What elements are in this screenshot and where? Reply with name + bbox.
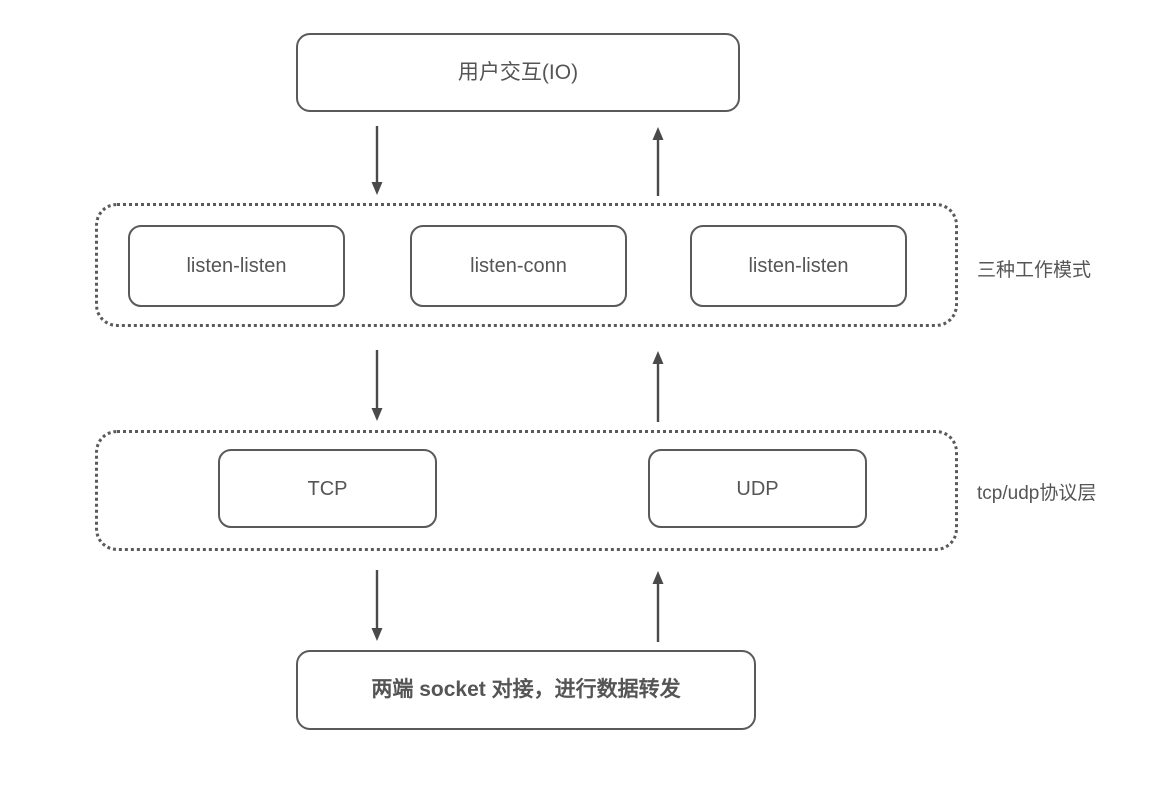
node-user-interaction-io[interactable]: 用户交互(IO) [296,33,740,112]
node-label: listen-conn [470,255,567,277]
group-work-modes [95,203,958,327]
node-label: TCP [307,477,348,500]
node-mode-listen-listen-1[interactable]: listen-listen [128,225,345,307]
node-label: 用户交互(IO) [457,60,579,84]
node-mode-listen-conn[interactable]: listen-conn [410,225,627,307]
node-label: 两端 socket 对接，进行数据转发 [371,678,681,702]
connector-socket-to-proto-up-arrow [646,570,670,642]
side-label-protocol-layer: tcp/udp协议层 [977,483,1097,504]
connector-modes-to-proto-down-arrow [365,350,389,422]
side-label-work-modes: 三种工作模式 [977,260,1092,281]
node-label: UDP [736,477,779,500]
connector-proto-to-modes-up-arrow [646,350,670,422]
connector-io-to-modes-down-arrow [365,126,389,196]
node-protocol-udp[interactable]: UDP [648,449,867,528]
node-socket-forwarding[interactable]: 两端 socket 对接，进行数据转发 [296,650,756,730]
connector-modes-to-io-up-arrow [646,126,670,196]
node-label: listen-listen [186,255,287,277]
node-mode-listen-listen-2[interactable]: listen-listen [690,225,907,307]
node-label: listen-listen [748,255,849,277]
node-protocol-tcp[interactable]: TCP [218,449,437,528]
group-protocol-layer [95,430,958,551]
connector-proto-to-socket-down-arrow [365,570,389,642]
